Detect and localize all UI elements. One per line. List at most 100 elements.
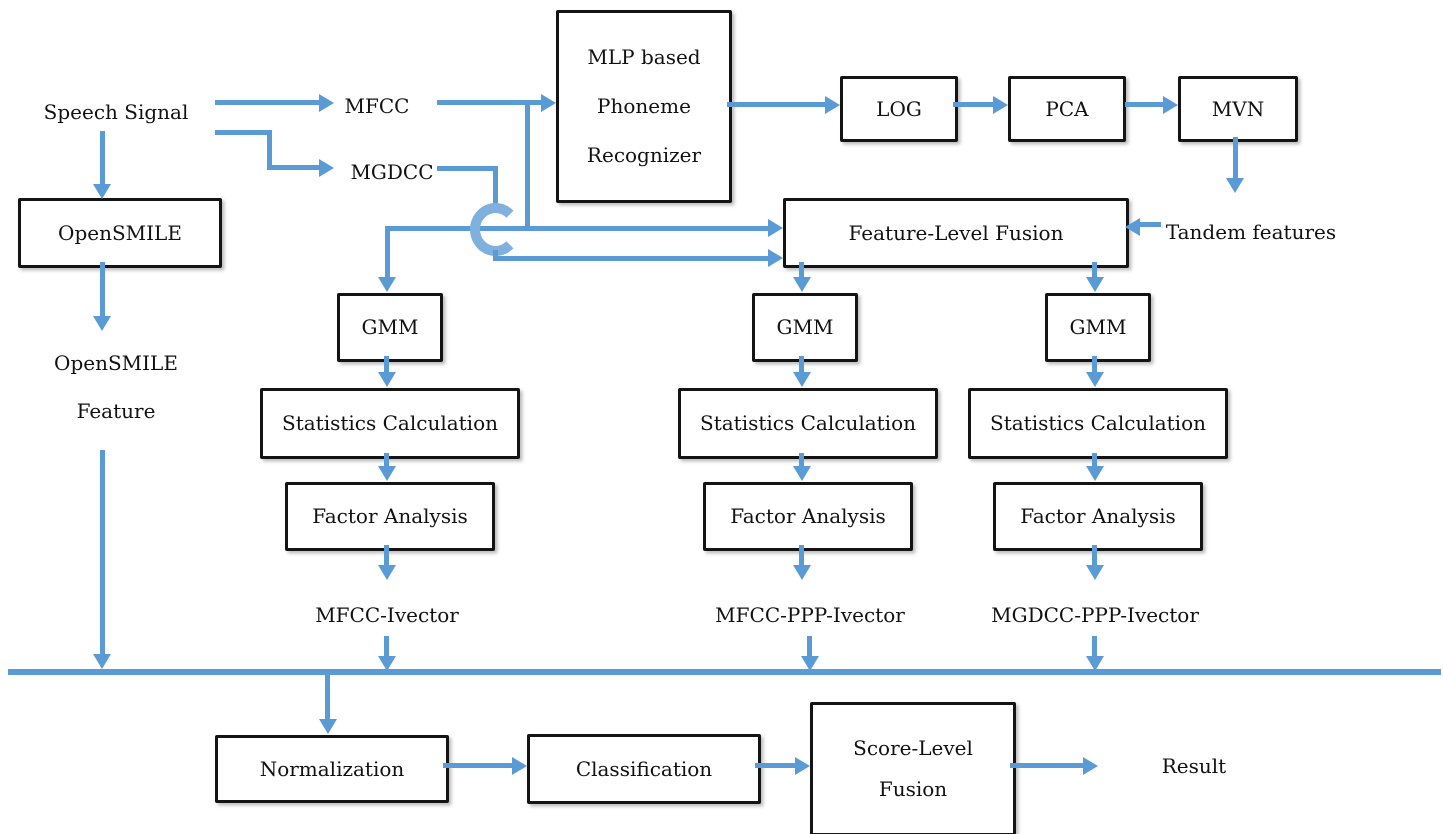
- arrow-pca-to-mvn-line: [1125, 102, 1165, 107]
- opensmile-feature-label-line1: OpenSMILE: [54, 351, 178, 375]
- mlp-phoneme-recognizer-box: MLP based Phoneme Recognizer: [556, 10, 732, 203]
- line-mfcc-branch-to-gmm1: [385, 226, 390, 279]
- mvn-box: MVN: [1178, 76, 1298, 142]
- arrow-speech-to-opensmile-line: [100, 131, 105, 187]
- arrow-speech-to-mgdcc-seg3: [267, 165, 322, 170]
- arrow-speech-to-opensmile-head: [93, 184, 111, 199]
- gmm-col3-label: GMM: [1069, 315, 1127, 339]
- mlp-box-line2: Phoneme: [597, 94, 691, 118]
- arrow-bus-to-normalization-line: [325, 675, 330, 721]
- statistics-calculation-box-col1: Statistics Calculation: [260, 388, 520, 459]
- score-bus-line: [8, 669, 1441, 675]
- line-mgdcc-branch-seg3: [493, 250, 498, 261]
- factor-analysis-box-col1: Factor Analysis: [285, 482, 495, 551]
- gmm-box-col1: GMM: [337, 293, 443, 362]
- arrow-gmm1-to-stats1-head: [378, 372, 396, 387]
- pca-box: PCA: [1008, 76, 1126, 142]
- arrow-speech-to-mgdcc-head: [319, 159, 334, 177]
- mfcc-ppp-ivector-label: MFCC-PPP-Ivector: [715, 603, 905, 627]
- arrow-gmm3-to-stats3-line: [1092, 356, 1097, 374]
- classification-box: Classification: [527, 734, 761, 804]
- mgdcc-label: MGDCC: [350, 160, 434, 184]
- normalization-box: Normalization: [215, 735, 449, 803]
- arrow-mfcc-to-mlp-head: [541, 94, 556, 112]
- arrow-speech-to-mgdcc-seg2: [267, 130, 272, 170]
- mgdcc-hop-arc: [470, 203, 521, 256]
- arrow-factor3-to-ivector3-head: [1086, 565, 1104, 580]
- arrow-to-gmm1-head: [378, 277, 396, 292]
- arrow-stats1-to-factor1-head: [378, 466, 396, 481]
- classification-label: Classification: [575, 756, 713, 781]
- arrow-opensmile-to-feature-head: [93, 316, 111, 331]
- arrow-ivector1-to-bus-line: [384, 636, 389, 658]
- arrow-ivector1-to-bus-head: [378, 656, 396, 671]
- arrow-mvn-down-line: [1233, 137, 1238, 180]
- score-level-fusion-box: Score-Level Fusion: [810, 702, 1016, 834]
- arrow-factor3-to-ivector3-line: [1092, 545, 1097, 567]
- statistics-calculation-box-col2: Statistics Calculation: [678, 388, 938, 459]
- arrow-tandem-to-fusion-head: [1125, 218, 1140, 236]
- gmm-box-col3: GMM: [1045, 293, 1151, 362]
- arrow-normalization-to-classification-line: [443, 763, 515, 768]
- arrow-speech-to-mgdcc-seg1: [215, 130, 272, 135]
- opensmile-feature-label-line2: Feature: [76, 399, 156, 423]
- mvn-box-label: MVN: [1211, 96, 1265, 121]
- arrow-fusion-to-gmm3-head: [1086, 277, 1104, 292]
- arrow-mgdcc-branch-to-fusion-head: [768, 249, 783, 267]
- arrow-factor1-to-ivector1-line: [384, 545, 389, 567]
- arrow-mvn-down-head: [1226, 178, 1244, 193]
- arrow-stats3-to-factor3-line: [1092, 453, 1097, 468]
- normalization-label: Normalization: [259, 756, 405, 781]
- arrow-opensmile-to-feature-line: [100, 262, 105, 318]
- arrow-feature-to-bus-line: [100, 450, 105, 656]
- line-mgdcc-branch-seg1: [437, 166, 498, 171]
- arrow-mfcc-branch-to-fusion-head: [768, 219, 783, 237]
- speech-signal-label: Speech Signal: [43, 100, 189, 124]
- opensmile-box: OpenSMILE: [18, 198, 222, 268]
- mfcc-label: MFCC: [344, 94, 410, 118]
- log-box-label: LOG: [876, 96, 922, 121]
- arrow-gmm2-to-stats2-head: [793, 372, 811, 387]
- arrow-tandem-to-fusion-line: [1139, 222, 1161, 227]
- mlp-box-line1: MLP based: [587, 45, 701, 69]
- arrow-stats3-to-factor3-head: [1086, 466, 1104, 481]
- line-mgdcc-branch-seg4: [495, 256, 770, 261]
- arrow-score-to-result-head: [1083, 757, 1098, 775]
- pca-box-label: PCA: [1045, 96, 1089, 121]
- arrow-classification-to-score-head: [795, 757, 810, 775]
- factor-analysis-box-col3: Factor Analysis: [993, 482, 1203, 551]
- arrow-log-to-pca-line: [953, 102, 995, 107]
- arrow-fusion-to-gmm3-line: [1092, 262, 1097, 279]
- line-mfcc-drop: [525, 103, 530, 231]
- mfcc-ivector-label: MFCC-Ivector: [315, 603, 459, 627]
- arrow-stats2-to-factor2-line: [799, 453, 804, 468]
- line-mgdcc-branch-seg2: [493, 166, 498, 205]
- mgdcc-ppp-ivector-label: MGDCC-PPP-Ivector: [991, 603, 1199, 627]
- feature-level-fusion-label: Feature-Level Fusion: [848, 220, 1064, 245]
- arrow-factor2-to-ivector2-head: [793, 565, 811, 580]
- feature-level-fusion-box: Feature-Level Fusion: [783, 198, 1129, 268]
- arrow-gmm2-to-stats2-line: [799, 356, 804, 374]
- arrow-stats2-to-factor2-head: [793, 466, 811, 481]
- gmm-col1-label: GMM: [361, 315, 419, 339]
- arrow-ivector2-to-bus-head: [801, 656, 819, 671]
- arrow-fusion-to-gmm2-head: [793, 277, 811, 292]
- statistics-calculation-box-col3: Statistics Calculation: [968, 388, 1228, 459]
- arrow-ivector3-to-bus-head: [1086, 656, 1104, 671]
- result-label: Result: [1161, 754, 1227, 778]
- log-box: LOG: [840, 76, 958, 142]
- arrow-mfcc-to-mlp-line: [437, 100, 543, 105]
- arrow-bus-to-normalization-head: [319, 719, 337, 734]
- arrow-stats1-to-factor1-line: [384, 453, 389, 468]
- score-level-fusion-line2: Fusion: [878, 777, 948, 801]
- arrow-ivector2-to-bus-line: [807, 636, 812, 658]
- arrow-classification-to-score-line: [755, 763, 797, 768]
- arrow-fusion-to-gmm2-line: [799, 262, 804, 279]
- arrow-speech-to-mfcc-head: [319, 94, 334, 112]
- arrow-factor2-to-ivector2-line: [799, 545, 804, 567]
- arrow-gmm3-to-stats3-head: [1086, 372, 1104, 387]
- factor-col3-label: Factor Analysis: [1020, 504, 1176, 528]
- stats-col3-label: Statistics Calculation: [990, 411, 1206, 435]
- stats-col1-label: Statistics Calculation: [282, 411, 498, 435]
